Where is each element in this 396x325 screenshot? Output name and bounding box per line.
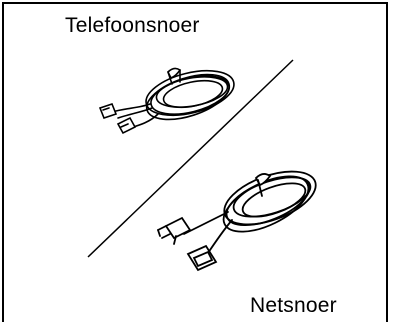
figure-frame	[2, 2, 388, 322]
telephone-cord-label: Telefoonsnoer	[65, 14, 200, 37]
power-cord-label: Netsnoer	[250, 294, 337, 317]
coiled-power-cord-icon	[157, 170, 317, 272]
divider-line	[87, 59, 294, 258]
coiled-telephone-cord-icon	[98, 67, 235, 135]
